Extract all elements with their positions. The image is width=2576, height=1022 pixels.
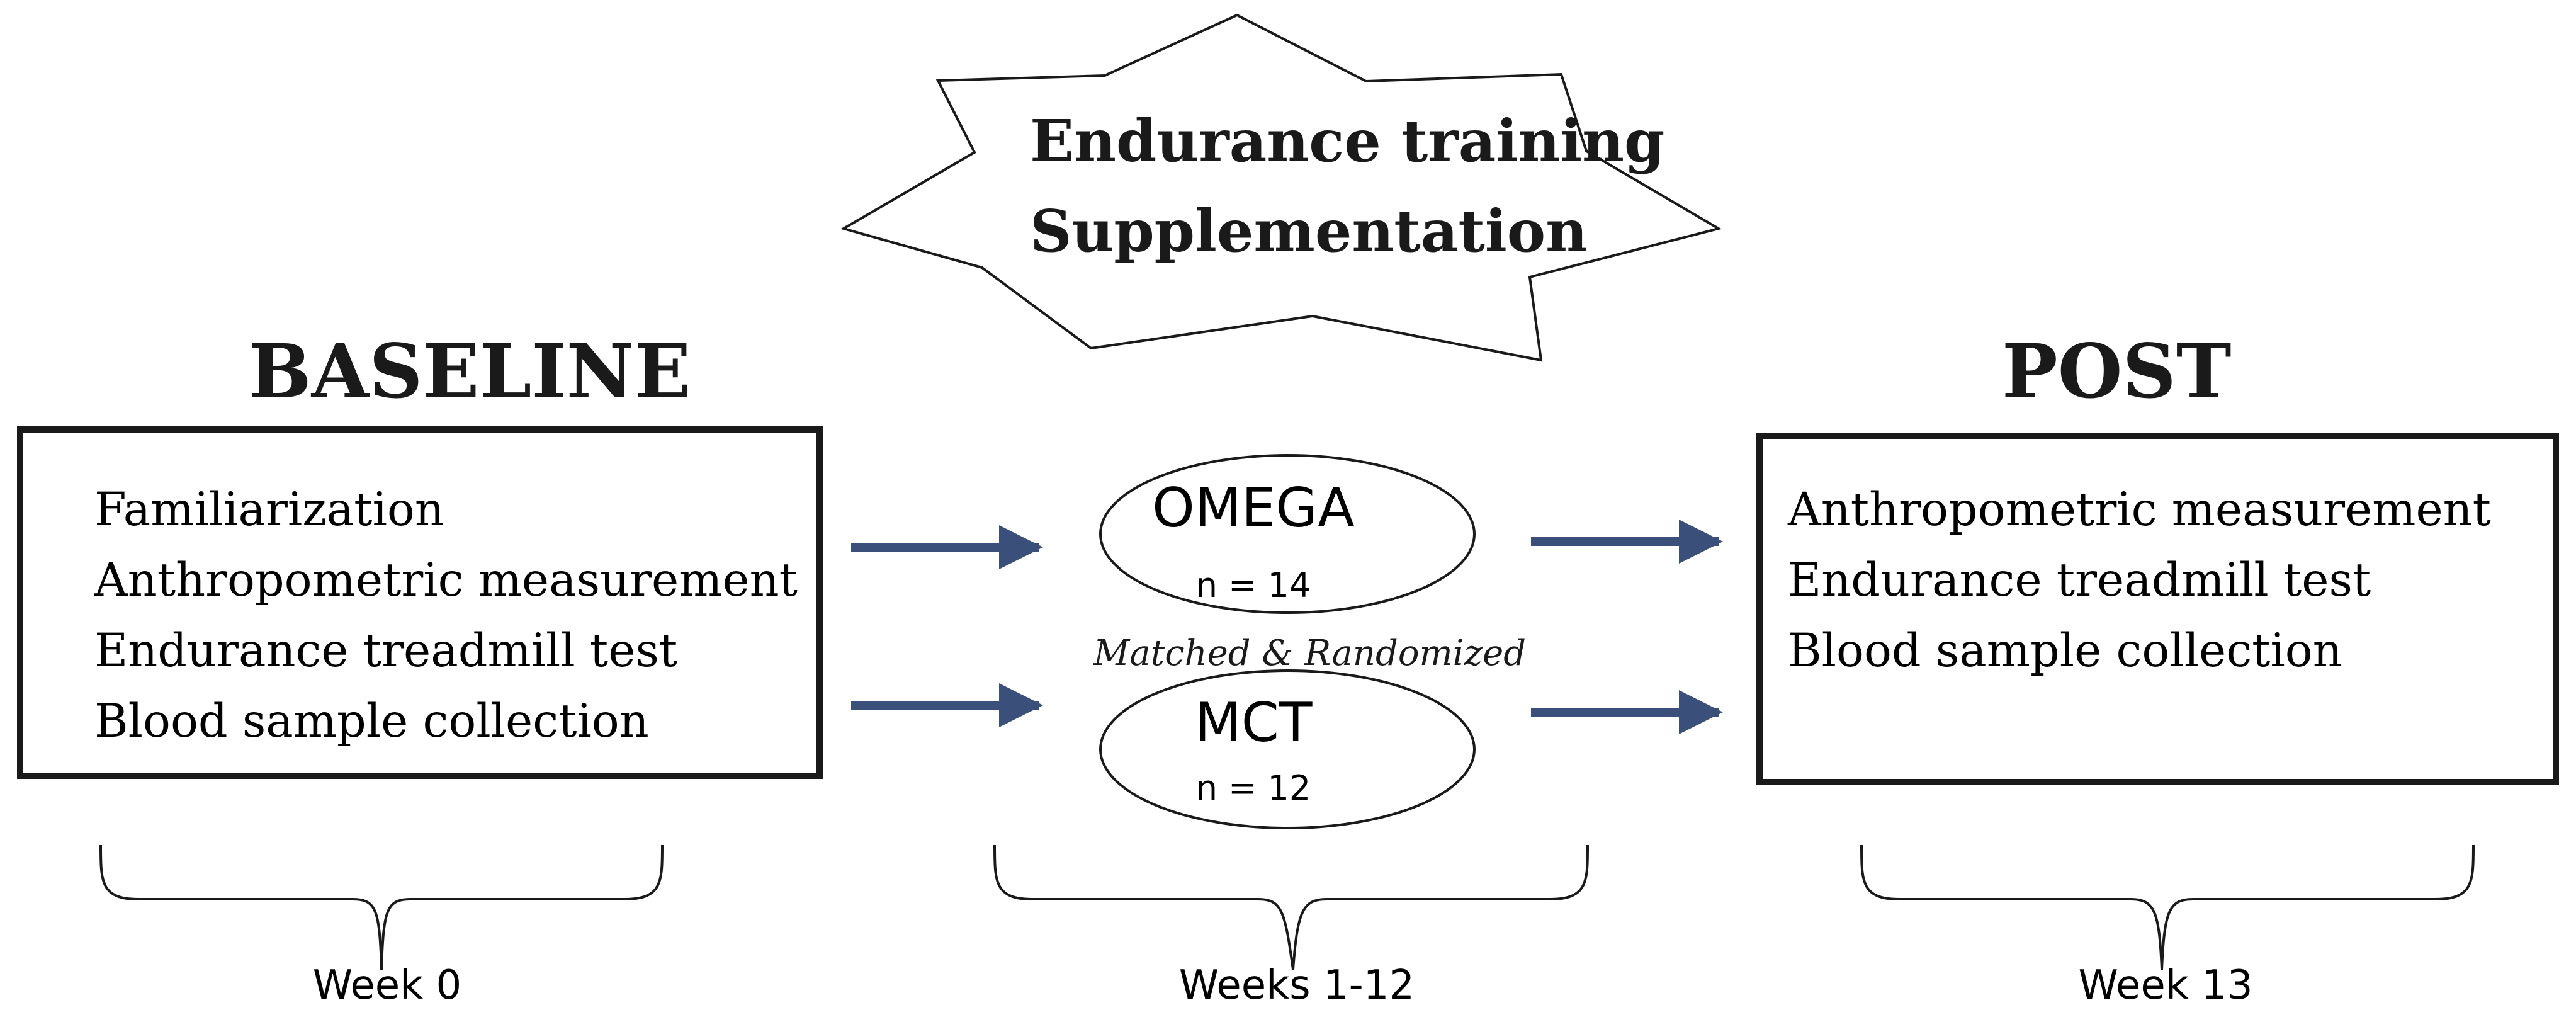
baseline-activity-list: Familiarization Anthropometric measureme…: [94, 475, 798, 757]
timeline-label-weeks1-12: Weeks 1-12: [1178, 962, 1415, 1009]
baseline-item: Endurance treadmill test: [94, 624, 678, 678]
omega-group-name: OMEGA: [1152, 477, 1355, 540]
matched-randomized-label: Matched & Randomized: [1093, 633, 1527, 674]
post-item: Anthropometric measurement: [1788, 483, 2491, 537]
omega-sample-size: n = 14: [1195, 565, 1311, 605]
mct-sample-size: n = 12: [1195, 768, 1311, 808]
brace-weeks1-12: [993, 844, 1589, 970]
post-item: Blood sample collection: [1788, 624, 2342, 678]
mct-ellipse: [1099, 669, 1476, 829]
post-box: [1756, 433, 2559, 785]
baseline-item: Familiarization: [94, 483, 444, 537]
baseline-box: [17, 426, 823, 779]
baseline-title: BASELINE: [249, 327, 691, 415]
baseline-item: Anthropometric measurement: [94, 554, 798, 607]
mct-group-name: MCT: [1194, 691, 1313, 754]
omega-ellipse: [1099, 454, 1476, 614]
brace-week0: [99, 844, 664, 970]
star-text-line1: Endurance training: [1030, 107, 1665, 175]
baseline-item: Blood sample collection: [94, 695, 649, 748]
post-activity-list: Anthropometric measurement Endurance tre…: [1788, 475, 2491, 686]
post-item: Endurance treadmill test: [1788, 554, 2371, 607]
post-title: POST: [2002, 327, 2232, 415]
timeline-label-week13: Week 13: [2078, 962, 2253, 1009]
timeline-label-week0: Week 0: [312, 962, 462, 1009]
star-text-line2: Supplementation: [1030, 197, 1588, 265]
brace-week13: [1860, 844, 2475, 970]
star-burst-shape: [840, 13, 1722, 362]
